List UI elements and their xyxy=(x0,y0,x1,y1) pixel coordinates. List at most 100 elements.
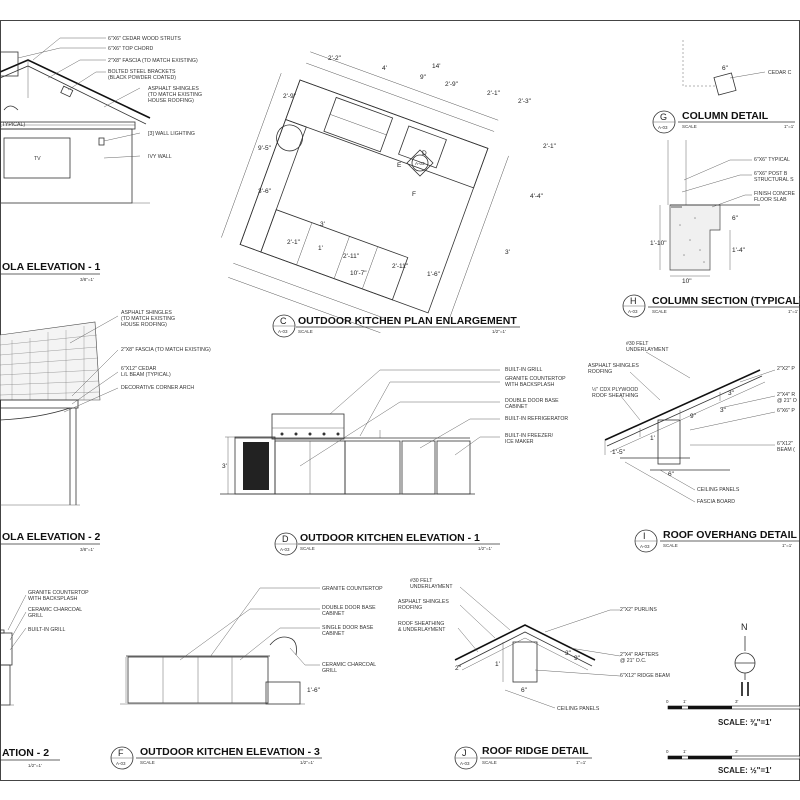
plan-dim: 9" xyxy=(420,74,427,81)
ridge-scale-label: SCALE xyxy=(482,760,497,765)
note-p2-beam: L/L BEAM (TYPICAL) xyxy=(121,372,171,378)
overhang-scale-label: SCALE xyxy=(663,543,678,548)
pergola-elevation-1: TV 6"X6" CEDAR WOOD STRUTS 6"X6" TOP CHO… xyxy=(0,36,202,282)
overhang-dim: 3" xyxy=(728,390,735,397)
note-cedar-struts: 6"X6" CEDAR WOOD STRUTS xyxy=(108,36,181,42)
note-f-cabinet2: CABINET xyxy=(322,631,345,637)
elev1-title-block: D A-03 OUTDOOR KITCHEN ELEVATION - 1 SCA… xyxy=(274,532,500,556)
ridge-scale: 1"=1' xyxy=(576,760,586,765)
note-ivy-wall: IVY WALL xyxy=(148,154,172,160)
plan-title: OUTDOOR KITCHEN PLAN ENLARGEMENT xyxy=(298,315,517,327)
column-scale-label: SCALE xyxy=(682,124,697,129)
note-p2-arch: DECORATIVE CORNER ARCH xyxy=(121,385,194,391)
roof-ridge-detail: 1' 6" 2" 3" 9" #30 FELT UNDERLAYMENT ASP… xyxy=(398,578,670,770)
note-top-chord: 6"X6" TOP CHORD xyxy=(108,46,153,52)
overhang-dim: 9" xyxy=(690,413,697,420)
note-f-single: SINGLE DOOR BASE xyxy=(322,625,374,631)
plan-dim: 2'-11" xyxy=(392,263,409,270)
pergola-elevation-2: ASPHALT SHINGLES (TO MATCH EXISTING HOUS… xyxy=(0,310,211,552)
note-j-felt: #30 FELT xyxy=(410,578,433,584)
note-i-plywood: ½" CDX PLYWOOD xyxy=(592,386,638,393)
note-e2-charcoal: CERAMIC CHARCOAL xyxy=(28,607,82,613)
ridge-letter: J xyxy=(462,748,467,758)
note-i-oc: @ 21" O xyxy=(777,398,797,404)
plan-dim: 2'-9" xyxy=(445,81,459,88)
plan-section-marker: A-03 D E F xyxy=(397,149,434,198)
plan-outline xyxy=(239,79,489,314)
column-detail: 6" CEDAR C G A-03 COLUMN DETAIL SCALE 1"… xyxy=(652,40,795,134)
plan-dim: 2'-1" xyxy=(487,90,501,97)
plan-dim: 2'-1" xyxy=(287,239,301,246)
elev3-grill-cart xyxy=(265,681,301,705)
note-steel-brackets: BOLTED STEEL BRACKETS xyxy=(108,69,176,75)
note-i-post: 6"X6" P xyxy=(777,408,795,414)
note-asphalt-shingles: ASPHALT SHINGLES xyxy=(148,86,199,92)
note-j-underlay2: & UNDERLAYMENT xyxy=(398,627,446,633)
elev3-dim: 1'-6" xyxy=(307,687,321,694)
plan-dim: 4'-4" xyxy=(530,193,544,200)
note-p2-roofing: HOUSE ROOFING) xyxy=(121,322,167,328)
ridge-title-block: J A-03 ROOF RIDGE DETAIL SCALE 1"=1' xyxy=(454,745,592,770)
scale2-label: SCALE: ½"=1' xyxy=(718,766,772,775)
section-scale: 1"=1' xyxy=(788,309,798,314)
column-title-block: G A-03 COLUMN DETAIL SCALE 1"=1' xyxy=(652,110,795,134)
section-title: COLUMN SECTION (TYPICAL) xyxy=(652,295,800,307)
note-e2-countertop: GRANITE COUNTERTOP xyxy=(28,590,89,596)
column-post xyxy=(713,72,737,96)
note-h-concrete: FINISH CONCRE xyxy=(754,191,795,197)
plan-dim: 1'-6" xyxy=(427,271,441,278)
elev1-letter: D xyxy=(282,534,289,544)
ridge-title: ROOF RIDGE DETAIL xyxy=(482,745,589,757)
scale-bar-2: 0 1' 3' SCALE: ½"=1' xyxy=(666,749,800,775)
section-dim: 10" xyxy=(682,278,692,285)
note-p2-shingles: ASPHALT SHINGLES xyxy=(121,310,172,316)
note-p2-cedar: 6"X12" CEDAR xyxy=(121,366,157,372)
note-d-freezer: BUILT-IN FREEZER/ xyxy=(505,433,554,439)
overhang-title-block: I A-03 ROOF OVERHANG DETAIL SCALE 1"=1' xyxy=(634,529,800,553)
plan-scale-label: SCALE xyxy=(298,329,313,334)
note-h-structural: STRUCTURAL S xyxy=(754,177,794,183)
note-j-shingles: ASPHALT SHINGLES xyxy=(398,599,449,605)
note-i-fascia: FASCIA BOARD xyxy=(697,499,735,505)
elev3-scale: 1/2"=1' xyxy=(300,760,314,765)
ridge-dim: 3" xyxy=(565,650,572,657)
note-d-countertop: GRANITE COUNTERTOP xyxy=(505,376,566,382)
plan-sheet: A-03 xyxy=(278,329,288,334)
note-j-rafters: 2"X4" RAFTERS xyxy=(620,652,659,658)
plan-dim: 2'-9" xyxy=(283,93,297,100)
ridge-dim: 1' xyxy=(495,661,500,668)
note-d-fridge: BUILT-IN REFRIGERATOR xyxy=(505,416,568,422)
note-h-typical: 6"X6" TYPICAL xyxy=(754,157,790,163)
ridge-beam xyxy=(512,641,538,683)
plan-dim: 9'-5" xyxy=(258,145,272,152)
scale1-label: SCALE: ⅜"=1' xyxy=(718,718,772,727)
note-i-rafters: 2"X4" R xyxy=(777,392,795,398)
note-f-countertop: GRANITE COUNTERTOP xyxy=(322,586,383,592)
ridge-dim: 2" xyxy=(455,665,462,672)
section-letter: H xyxy=(630,296,637,306)
note-j-sheathing: ROOF SHEATHING xyxy=(398,621,444,627)
column-title: COLUMN DETAIL xyxy=(682,110,769,122)
note-j-oc: @ 21" O.C. xyxy=(620,658,646,664)
elev1-freezer xyxy=(436,440,471,495)
elev2-cabinet xyxy=(0,664,11,706)
note-j-roofing: ROOFING xyxy=(398,605,422,611)
kitchen-elevation-2: GRANITE COUNTERTOP WITH BACKSPLASH CERAM… xyxy=(0,590,89,768)
elev2-title: ATION - 2 xyxy=(2,747,49,759)
note-f-charcoal: CERAMIC CHARCOAL xyxy=(322,662,376,668)
pergola-1-scale: 3/8"=1' xyxy=(80,277,94,282)
elev3-title-block: F A-03 OUTDOOR KITCHEN ELEVATION - 3 SCA… xyxy=(110,746,322,770)
note-f-grill: GRILL xyxy=(322,668,337,674)
pergola-2-shingles xyxy=(0,321,101,401)
note-g-cedar: CEDAR C xyxy=(768,70,792,76)
plan-counter-top xyxy=(285,79,489,189)
elev3-title: OUTDOOR KITCHEN ELEVATION - 3 xyxy=(140,746,320,758)
plan-letter: C xyxy=(280,316,287,326)
plan-dim: 10'-7" xyxy=(350,270,367,277)
note-i-felt: #30 FELT xyxy=(626,341,649,347)
column-sheet: A-03 xyxy=(658,125,668,130)
note-i-beam: 6"X12" xyxy=(777,441,793,447)
elev3-charcoal-grill xyxy=(269,636,297,656)
note-i-roofing: ROOFING xyxy=(588,369,612,375)
plan-title-block: C A-03 OUTDOOR KITCHEN PLAN ENLARGEMENT … xyxy=(272,314,520,338)
